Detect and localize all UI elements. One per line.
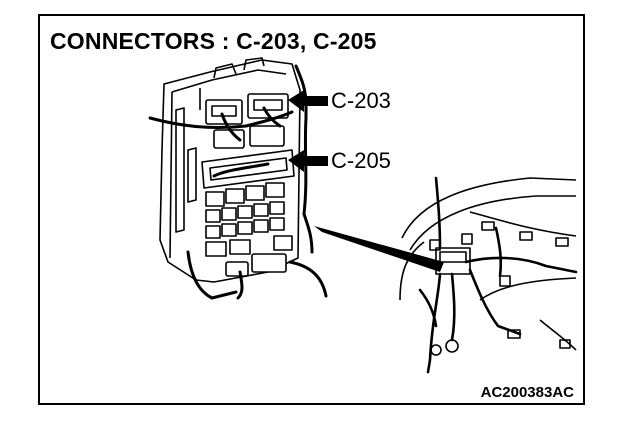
c203-label: C-203 bbox=[331, 88, 391, 113]
instrument-panel-view bbox=[399, 177, 577, 356]
c205-label: C-205 bbox=[331, 148, 391, 173]
c205-arrow bbox=[288, 150, 328, 172]
block-wiring bbox=[148, 64, 328, 300]
callout-arrows bbox=[288, 90, 444, 272]
c203-arrow bbox=[288, 90, 328, 112]
detail-leader bbox=[314, 226, 444, 272]
panel-harness bbox=[418, 176, 578, 374]
figure-id: AC200383AC bbox=[480, 384, 574, 401]
diagram-frame bbox=[38, 14, 585, 405]
diagram-title: CONNECTORS : C-203, C-205 bbox=[50, 28, 377, 54]
